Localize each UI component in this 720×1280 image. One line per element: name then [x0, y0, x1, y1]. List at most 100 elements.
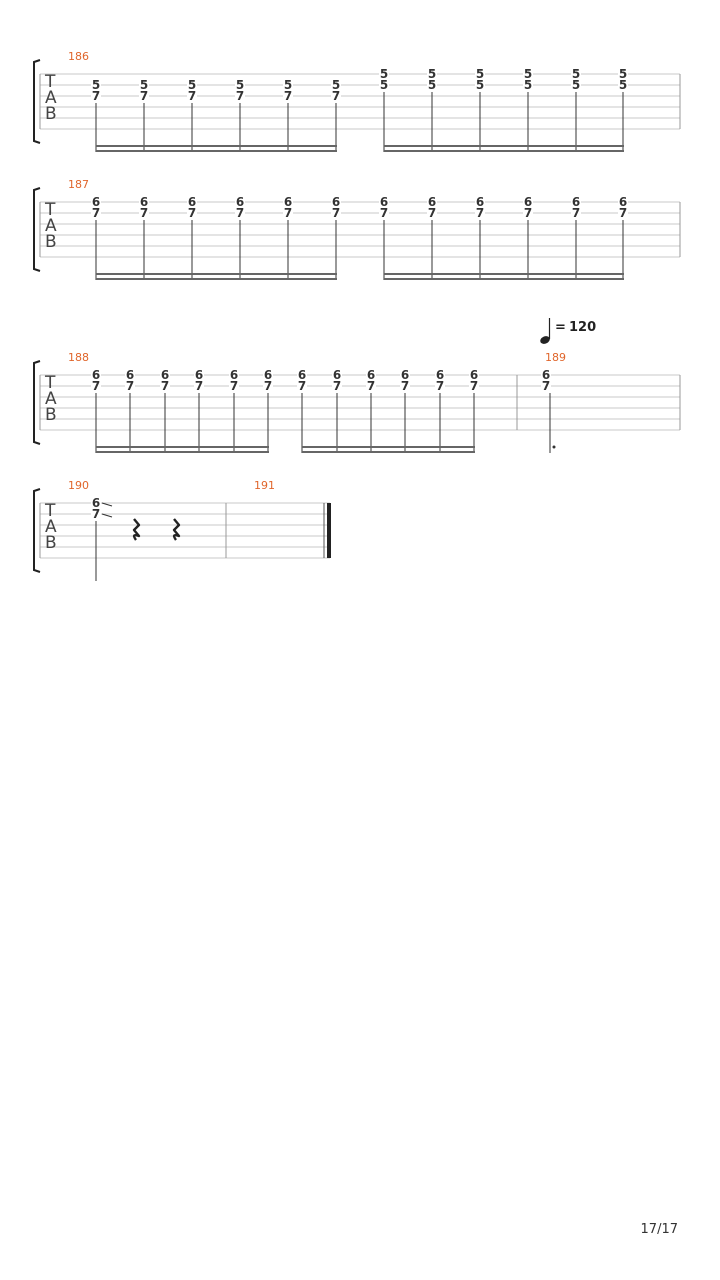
bar-number: 186: [68, 50, 89, 63]
quarter-rest-icon: [132, 518, 141, 541]
tab-clef-letter: A: [45, 88, 57, 108]
fret-bg: [139, 90, 149, 101]
fret-number: 6: [619, 195, 627, 209]
fret-number: 5: [332, 78, 340, 92]
fret-bg: [366, 369, 376, 380]
fret-bg: [125, 369, 135, 380]
fret-bg: [571, 79, 581, 90]
fret-number: 7: [332, 206, 340, 220]
fret-number: 6: [572, 195, 580, 209]
tab-clef-letter: B: [45, 533, 57, 553]
fret-number: 6: [476, 195, 484, 209]
fret-bg: [571, 196, 581, 207]
tab-clef-letter: T: [44, 373, 56, 393]
fret-bg: [283, 196, 293, 207]
fret-bg: [618, 79, 628, 90]
fret-number: 7: [380, 206, 388, 220]
fret-number: 6: [92, 195, 100, 209]
fret-bg: [331, 207, 341, 218]
final-barline: [327, 503, 331, 558]
page-number: 17/17: [640, 1222, 678, 1237]
fret-bg: [187, 207, 197, 218]
fret-number: 7: [476, 206, 484, 220]
fret-number: 6: [524, 195, 532, 209]
fret-number: 7: [140, 206, 148, 220]
fret-number: 7: [619, 206, 627, 220]
fret-number: 7: [367, 379, 375, 393]
system-bracket: [33, 59, 41, 144]
fret-number: 5: [140, 78, 148, 92]
beam: [384, 145, 624, 147]
fret-number: 5: [476, 67, 484, 81]
fret-bg: [523, 196, 533, 207]
fret-bg: [475, 68, 485, 79]
tab-clef-letter: B: [45, 104, 57, 124]
fret-bg: [475, 196, 485, 207]
fret-number: 7: [236, 206, 244, 220]
fret-number: 5: [188, 78, 196, 92]
fret-number: 6: [367, 368, 375, 382]
system-bracket: [33, 360, 41, 445]
fret-number: 7: [92, 507, 100, 521]
beam: [384, 278, 624, 280]
slide-line: [101, 513, 113, 518]
slide-line: [101, 502, 113, 507]
tempo-bpm: 120: [569, 320, 596, 335]
fret-number: 5: [572, 78, 580, 92]
fret-bg: [263, 369, 273, 380]
fret-number: 7: [230, 379, 238, 393]
fret-bg: [263, 380, 273, 391]
fret-bg: [235, 207, 245, 218]
fret-bg: [91, 369, 101, 380]
fret-bg: [427, 68, 437, 79]
fret-number: 6: [401, 368, 409, 382]
fret-bg: [91, 380, 101, 391]
fret-bg: [91, 79, 101, 90]
fret-number: 7: [401, 379, 409, 393]
fret-bg: [331, 90, 341, 101]
fret-number: 6: [92, 496, 100, 510]
fret-number: 6: [380, 195, 388, 209]
fret-bg: [331, 79, 341, 90]
fret-bg: [523, 79, 533, 90]
fret-number: 6: [333, 368, 341, 382]
fret-bg: [523, 207, 533, 218]
fret-bg: [541, 380, 551, 391]
fret-bg: [187, 196, 197, 207]
beam: [96, 150, 337, 152]
fret-bg: [91, 508, 101, 519]
bar-number: 191: [254, 479, 275, 492]
fret-bg: [541, 369, 551, 380]
fret-bg: [160, 369, 170, 380]
fret-bg: [187, 79, 197, 90]
fret-number: 5: [428, 78, 436, 92]
fret-number: 5: [476, 78, 484, 92]
fret-bg: [139, 79, 149, 90]
fret-number: 6: [542, 368, 550, 382]
fret-bg: [571, 207, 581, 218]
fret-number: 6: [332, 195, 340, 209]
fret-number: 6: [264, 368, 272, 382]
fret-number: 5: [524, 78, 532, 92]
fret-bg: [283, 207, 293, 218]
tab-clef-letter: B: [45, 405, 57, 425]
fret-number: 7: [284, 89, 292, 103]
quarter-rest-icon: [172, 518, 181, 541]
fret-number: 7: [92, 89, 100, 103]
fret-bg: [235, 90, 245, 101]
beam: [96, 278, 337, 280]
fret-bg: [229, 369, 239, 380]
fret-bg: [139, 196, 149, 207]
beam: [96, 145, 337, 147]
fret-bg: [229, 380, 239, 391]
fret-bg: [139, 207, 149, 218]
bar-number: 190: [68, 479, 89, 492]
fret-bg: [125, 380, 135, 391]
tab-clef-letter: A: [45, 216, 57, 236]
beam: [384, 273, 624, 275]
fret-bg: [187, 90, 197, 101]
tab-clef-letter: B: [45, 232, 57, 252]
bar-number: 187: [68, 178, 89, 191]
fret-number: 7: [298, 379, 306, 393]
